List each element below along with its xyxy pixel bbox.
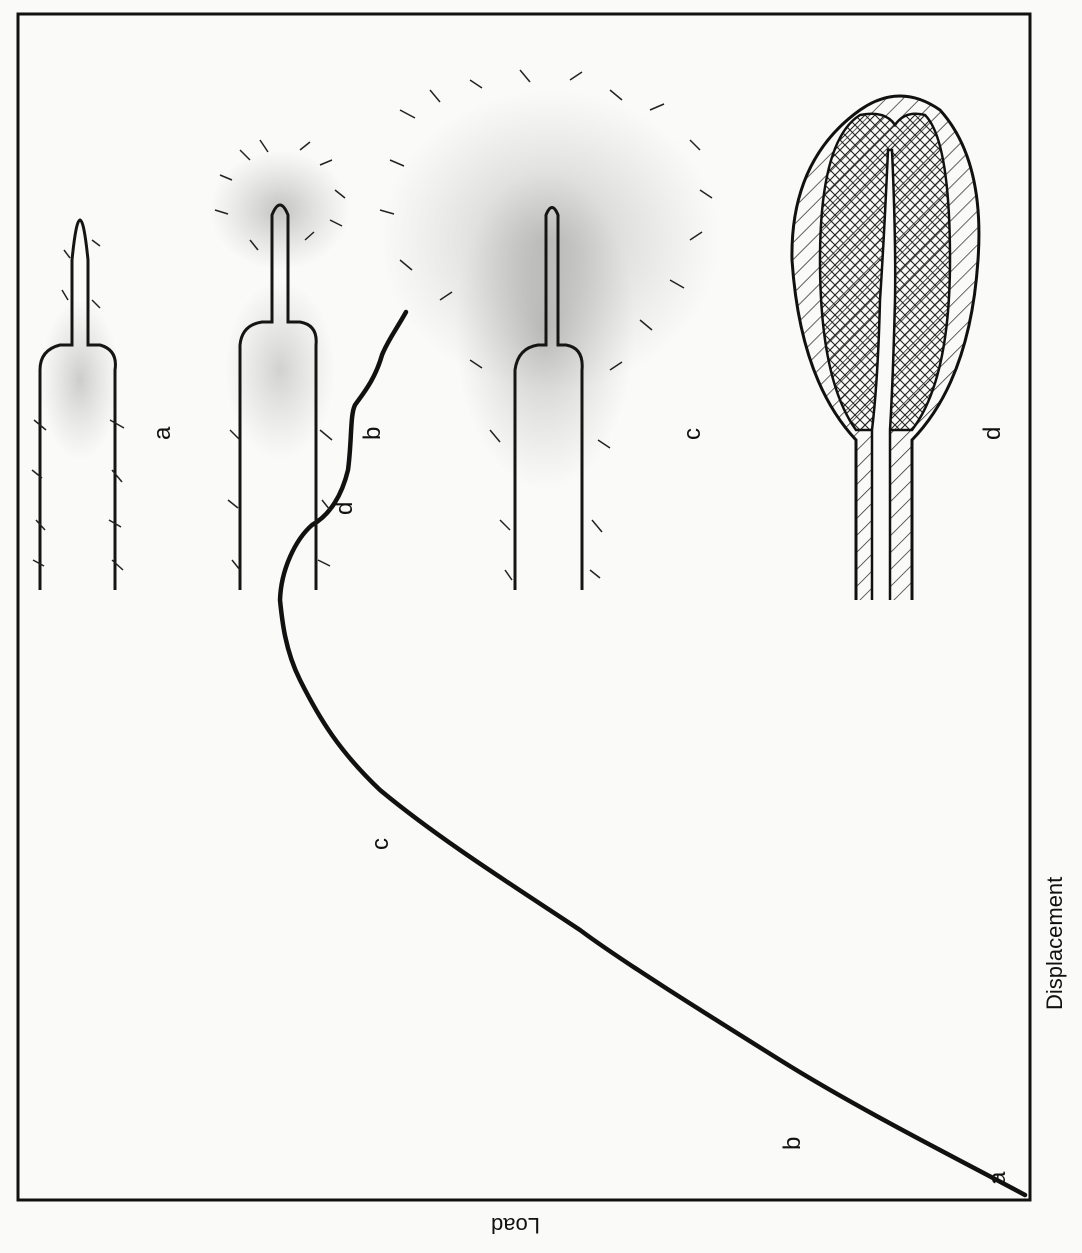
panel-d-plastic-zone: d [792, 96, 1006, 600]
x-axis-label: Displacement [1042, 877, 1067, 1010]
panel-a-notch: a [32, 220, 176, 590]
panel-label-a: a [149, 426, 176, 440]
curve-point-label-a: a [984, 1171, 1011, 1185]
curve-point-label-c: c [367, 838, 394, 850]
y-axis-label: Load [491, 1213, 540, 1238]
panel-label-d: d [979, 427, 1006, 440]
panel-b-notch: b [210, 140, 386, 590]
panel-label-c: c [679, 428, 706, 440]
curve-point-label-d: d [331, 502, 358, 515]
panel-c-notch: c [380, 70, 720, 590]
panel-label-b: b [359, 427, 386, 440]
curve-point-label-b: b [779, 1137, 806, 1150]
